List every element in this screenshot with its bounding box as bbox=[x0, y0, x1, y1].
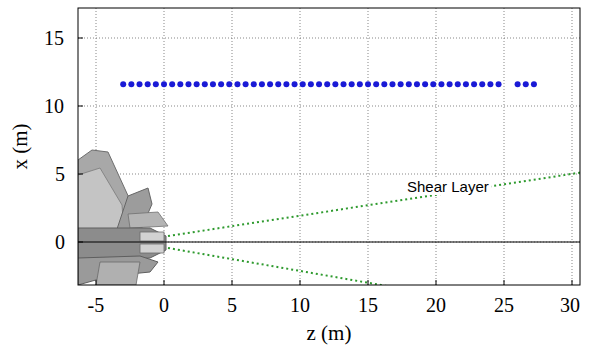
microphone-dot bbox=[161, 81, 167, 87]
axis-title: x (m) bbox=[10, 123, 31, 169]
microphone-dot bbox=[194, 81, 200, 87]
microphone-dot bbox=[259, 81, 265, 87]
microphone-dot bbox=[496, 81, 502, 87]
microphone-dot bbox=[120, 81, 126, 87]
tick-label: 0 bbox=[55, 232, 65, 252]
tick-mark bbox=[368, 280, 369, 285]
tick-label: 5 bbox=[55, 164, 65, 184]
microphone-dot bbox=[471, 81, 477, 87]
microphone-dot bbox=[455, 81, 461, 87]
tick-mark bbox=[436, 280, 437, 285]
microphone-dot bbox=[169, 81, 175, 87]
microphone-dot bbox=[128, 81, 134, 87]
microphone-dot bbox=[234, 81, 240, 87]
microphone-dot bbox=[251, 81, 257, 87]
grid-line bbox=[504, 8, 505, 285]
microphone-dot bbox=[316, 81, 322, 87]
axis-title: z (m) bbox=[307, 323, 352, 344]
microphone-dot bbox=[463, 81, 469, 87]
grid-line bbox=[436, 8, 437, 285]
axes-frame bbox=[78, 8, 580, 285]
tick-label: 30 bbox=[560, 295, 580, 315]
grid-line bbox=[78, 106, 580, 107]
zero-line bbox=[78, 242, 580, 243]
microphone-dot bbox=[447, 81, 453, 87]
microphone-array bbox=[120, 81, 537, 87]
tick-mark bbox=[300, 280, 301, 285]
tick-marks bbox=[78, 38, 572, 285]
tick-mark bbox=[572, 280, 573, 285]
microphone-dot bbox=[365, 81, 371, 87]
tick-mark bbox=[78, 174, 83, 175]
microphone-dot bbox=[202, 81, 208, 87]
microphone-dot bbox=[438, 81, 444, 87]
tick-label: 25 bbox=[494, 295, 514, 315]
microphone-dot bbox=[515, 81, 521, 87]
grid-line bbox=[78, 242, 580, 243]
microphone-dot bbox=[300, 81, 306, 87]
microphone-dot bbox=[381, 81, 387, 87]
grid-line bbox=[300, 8, 301, 285]
shear-layer-line bbox=[168, 172, 580, 236]
tick-mark bbox=[78, 242, 83, 243]
microphone-dot bbox=[389, 81, 395, 87]
microphone-dot bbox=[332, 81, 338, 87]
microphone-dot bbox=[137, 81, 143, 87]
tick-label: 5 bbox=[227, 295, 237, 315]
microphone-dot bbox=[531, 81, 537, 87]
tick-label: 15 bbox=[44, 28, 64, 48]
grid-line bbox=[78, 174, 580, 175]
grid-line bbox=[78, 38, 580, 39]
tick-label: 10 bbox=[44, 96, 64, 116]
microphone-dot bbox=[145, 81, 151, 87]
grid-line bbox=[232, 8, 233, 285]
tick-label: 0 bbox=[159, 295, 169, 315]
microphone-dot bbox=[210, 81, 216, 87]
shear-layer-line bbox=[168, 248, 404, 285]
microphone-dot bbox=[283, 81, 289, 87]
tick-label: -5 bbox=[88, 295, 105, 315]
tick-mark bbox=[78, 38, 83, 39]
tick-mark bbox=[78, 106, 83, 107]
microphone-dot bbox=[226, 81, 232, 87]
microphone-dot bbox=[349, 81, 355, 87]
microphone-dot bbox=[218, 81, 224, 87]
microphone-dot bbox=[292, 81, 298, 87]
microphone-dot bbox=[479, 81, 485, 87]
microphone-dot bbox=[414, 81, 420, 87]
microphone-dot bbox=[406, 81, 412, 87]
tick-mark bbox=[232, 280, 233, 285]
grid-lines bbox=[78, 8, 580, 285]
microphone-dot bbox=[153, 81, 159, 87]
grid-line bbox=[368, 8, 369, 285]
tick-mark bbox=[504, 280, 505, 285]
microphone-dot bbox=[422, 81, 428, 87]
microphone-dot bbox=[373, 81, 379, 87]
microphone-dot bbox=[487, 81, 493, 87]
tick-label: 15 bbox=[358, 295, 378, 315]
microphone-dot bbox=[430, 81, 436, 87]
annotation: Shear Layer bbox=[405, 178, 491, 195]
microphone-dot bbox=[267, 81, 273, 87]
microphone-dot bbox=[341, 81, 347, 87]
microphone-dot bbox=[275, 81, 281, 87]
tick-mark bbox=[96, 280, 97, 285]
tick-mark bbox=[164, 280, 165, 285]
grid-line bbox=[572, 8, 573, 285]
aircraft-illustration bbox=[78, 150, 168, 285]
microphone-dot bbox=[243, 81, 249, 87]
microphone-dot bbox=[185, 81, 191, 87]
microphone-dot bbox=[324, 81, 330, 87]
microphone-dot bbox=[523, 81, 529, 87]
microphone-dot bbox=[398, 81, 404, 87]
microphone-dot bbox=[308, 81, 314, 87]
tick-label: 20 bbox=[426, 295, 446, 315]
microphone-dot bbox=[357, 81, 363, 87]
tick-label: 10 bbox=[290, 295, 310, 315]
microphone-dot bbox=[177, 81, 183, 87]
